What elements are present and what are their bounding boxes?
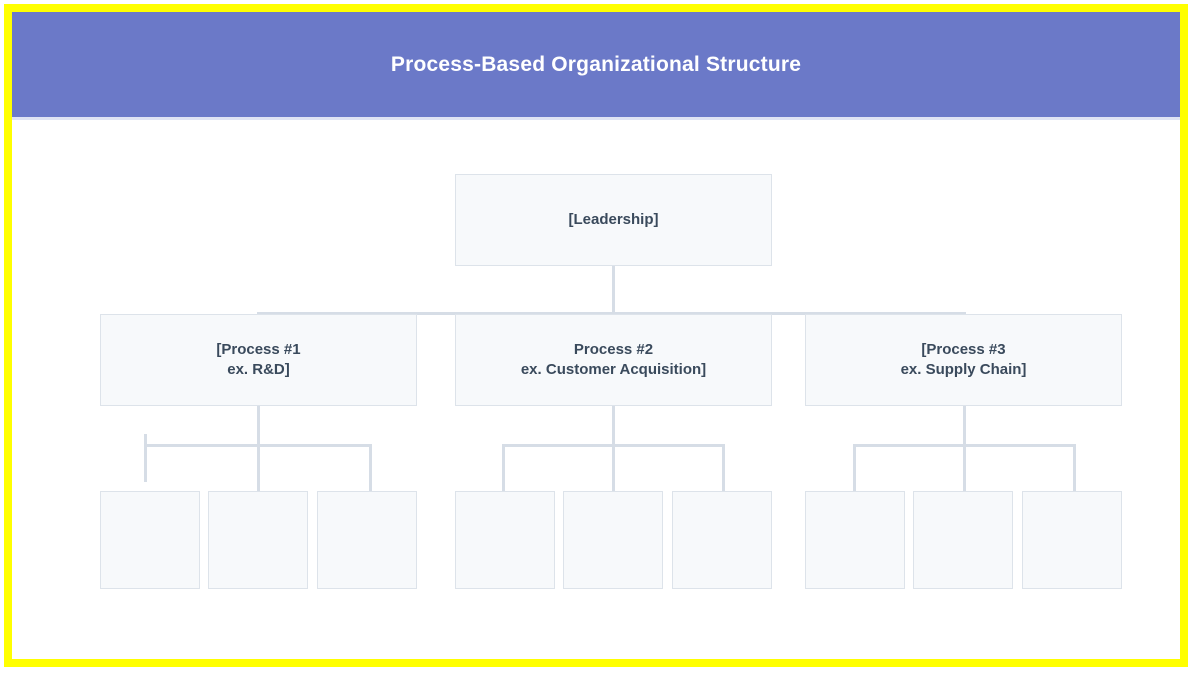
node-process-3[interactable]: [Process #3 ex. Supply Chain]: [805, 314, 1122, 406]
node-process-2-child-3[interactable]: [672, 491, 772, 589]
node-process-2-child-2[interactable]: [563, 491, 663, 589]
node-process-1-child-3[interactable]: [317, 491, 417, 589]
node-process-1[interactable]: [Process #1 ex. R&D]: [100, 314, 417, 406]
connector-process-3-child-2: [963, 444, 966, 491]
node-process-3-child-3[interactable]: [1022, 491, 1122, 589]
connector-process-1-child-2: [257, 444, 260, 491]
connector-process-3-child-3: [1073, 444, 1076, 491]
node-leadership[interactable]: [Leadership]: [455, 174, 772, 266]
slide-header: Process-Based Organizational Structure: [12, 12, 1180, 117]
node-process-1-child-2[interactable]: [208, 491, 308, 589]
connector-process-3-child-1: [853, 444, 856, 491]
page-title: Process-Based Organizational Structure: [390, 52, 802, 76]
connector-process-2-child-2: [612, 444, 615, 491]
connector-process-1-stem: [257, 406, 260, 457]
org-chart: [Leadership] [Process #1 ex. R&D] Proces…: [12, 120, 1180, 659]
connector-process-1-child-3: [369, 444, 372, 491]
header-underline: [12, 117, 1180, 120]
connector-branch-right-drop: [963, 312, 966, 314]
connector-process-2-child-3: [722, 444, 725, 491]
connector-process-1-child-1-stub: [144, 434, 147, 482]
connector-process-2-child-1: [502, 444, 505, 491]
connector-branch-bus: [257, 312, 965, 315]
node-process-2[interactable]: Process #2 ex. Customer Acquisition]: [455, 314, 772, 406]
node-process-2-child-1[interactable]: [455, 491, 555, 589]
slide-frame: Process-Based Organizational Structure […: [4, 4, 1188, 667]
connector-process-3-stem: [963, 406, 966, 457]
node-process-1-child-1[interactable]: [100, 491, 200, 589]
slide-canvas: Process-Based Organizational Structure […: [12, 12, 1180, 659]
connector-branch-left-drop: [257, 312, 260, 314]
node-process-3-child-2[interactable]: [913, 491, 1013, 589]
connector-root-stem: [612, 266, 615, 314]
connector-process-2-stem: [612, 406, 615, 457]
node-process-3-child-1[interactable]: [805, 491, 905, 589]
